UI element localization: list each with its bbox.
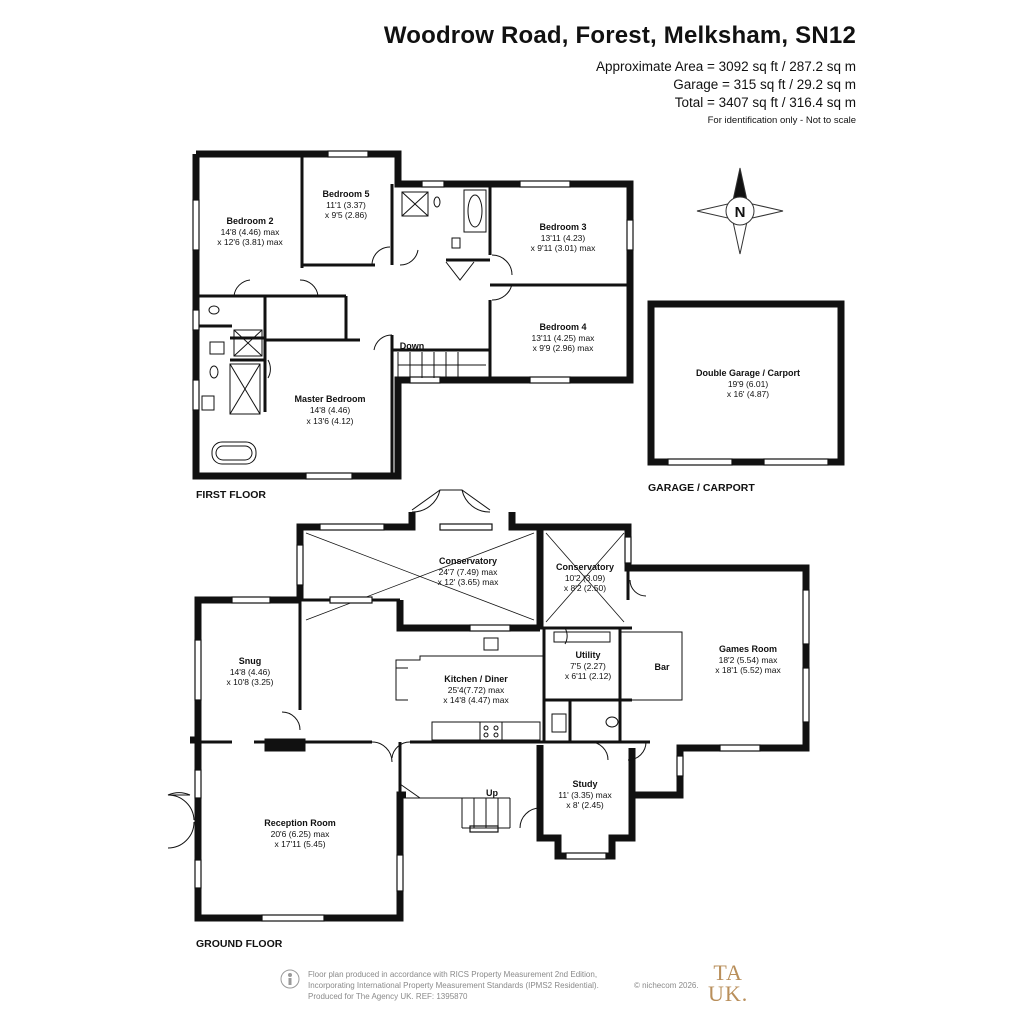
snug-dim1: 14'8 (4.46) <box>230 667 271 677</box>
garage-dim1: 19'9 (6.01) <box>728 379 769 389</box>
garage-name: Double Garage / Carport <box>696 368 800 378</box>
bedroom4-name: Bedroom 4 <box>539 322 586 332</box>
kitchen-dim2: x 14'8 (4.47) max <box>443 695 509 705</box>
logo-line1: TA <box>713 960 743 985</box>
utility-dim2: x 6'11 (2.12) <box>565 671 612 681</box>
bedroom5-dim2: x 9'5 (2.86) <box>325 210 367 220</box>
ground-floor-label: GROUND FLOOR <box>196 938 283 950</box>
footer-copyright: © nichecom 2026. <box>634 981 699 990</box>
bedroom2-dim2: x 12'6 (3.81) max <box>217 237 283 247</box>
footer-line1: Floor plan produced in accordance with R… <box>308 970 598 979</box>
reception-dim2: x 17'11 (5.45) <box>274 839 325 849</box>
stairs-up-label: Up <box>486 788 498 798</box>
bedroom2-dim1: 14'8 (4.46) max <box>221 227 281 237</box>
garage-floor-label: GARAGE / CARPORT <box>648 482 755 494</box>
conservatory-main-name: Conservatory <box>439 556 497 566</box>
bedroom4-dim2: x 9'9 (2.96) max <box>533 343 594 353</box>
reception-dim1: 20'6 (6.25) max <box>271 829 331 839</box>
first-floor-plan <box>192 150 634 480</box>
bedroom2-name: Bedroom 2 <box>226 216 273 226</box>
study-name: Study <box>572 779 597 789</box>
conservatory-main-dim1: 24'7 (7.49) max <box>439 567 499 577</box>
kitchen-dim1: 25'4(7.72) max <box>448 685 505 695</box>
utility-dim1: 7'5 (2.27) <box>570 661 606 671</box>
garage-plan <box>647 300 845 466</box>
footer-line2: Incorporating International Property Mea… <box>308 981 599 990</box>
games-dim1: 18'2 (5.54) max <box>719 655 779 665</box>
conservatory-main-dim2: x 12' (3.65) max <box>438 577 499 587</box>
agency-logo: TA UK. <box>708 960 749 1006</box>
garage-dim2: x 16' (4.87) <box>727 389 769 399</box>
bedroom3-name: Bedroom 3 <box>539 222 586 232</box>
ground-floor-plan <box>167 489 810 922</box>
master-dim2: x 13'6 (4.12) <box>307 416 354 426</box>
plan-header: Woodrow Road, Forest, Melksham, SN12 App… <box>384 22 856 126</box>
games-dim2: x 18'1 (5.52) max <box>715 665 781 675</box>
study-dim2: x 8' (2.45) <box>566 800 604 810</box>
bedroom3-dim2: x 9'11 (3.01) max <box>531 243 597 253</box>
kitchen-name: Kitchen / Diner <box>444 674 508 684</box>
total-area: Total = 3407 sq ft / 316.4 sq m <box>674 95 856 110</box>
reception-name: Reception Room <box>264 818 336 828</box>
bedroom4-dim1: 13'11 (4.25) max <box>532 333 596 343</box>
footer-disclaimer: Floor plan produced in accordance with R… <box>308 969 699 1002</box>
identification-note: For identification only - Not to scale <box>707 115 856 126</box>
stairs-down-label: Down <box>400 341 425 351</box>
games-name: Games Room <box>719 644 777 654</box>
footer-line3: Produced for The Agency UK. REF: 1395870 <box>308 992 468 1001</box>
north-compass-icon <box>696 167 784 255</box>
bedroom5-name: Bedroom 5 <box>322 189 369 199</box>
garage-area: Garage = 315 sq ft / 29.2 sq m <box>673 77 856 92</box>
master-dim1: 14'8 (4.46) <box>310 405 351 415</box>
property-title: Woodrow Road, Forest, Melksham, SN12 <box>383 22 856 49</box>
snug-name: Snug <box>239 656 262 666</box>
master-name: Master Bedroom <box>294 394 365 404</box>
bedroom5-dim1: 11'1 (3.37) <box>326 200 366 210</box>
bedroom3-dim1: 13'11 (4.23) <box>541 233 586 243</box>
study-dim1: 11' (3.35) max <box>558 790 612 800</box>
approximate-area: Approximate Area = 3092 sq ft / 287.2 sq… <box>595 59 856 74</box>
utility-name: Utility <box>575 650 600 660</box>
snug-dim2: x 10'8 (3.25) <box>227 677 274 687</box>
logo-line2: UK. <box>708 981 749 1006</box>
room-labels: Bedroom 2 14'8 (4.46) max x 12'6 (3.81) … <box>196 189 800 950</box>
conservatory-small-name: Conservatory <box>556 562 614 572</box>
compass-north-label: N <box>735 204 746 221</box>
conservatory-small-dim2: x 8'2 (2.50) <box>564 583 606 593</box>
property-measurement-icon <box>280 969 300 989</box>
conservatory-small-dim1: 10'2 (3.09) <box>565 573 606 583</box>
bar-name: Bar <box>654 662 670 672</box>
first-floor-label: FIRST FLOOR <box>196 489 266 501</box>
